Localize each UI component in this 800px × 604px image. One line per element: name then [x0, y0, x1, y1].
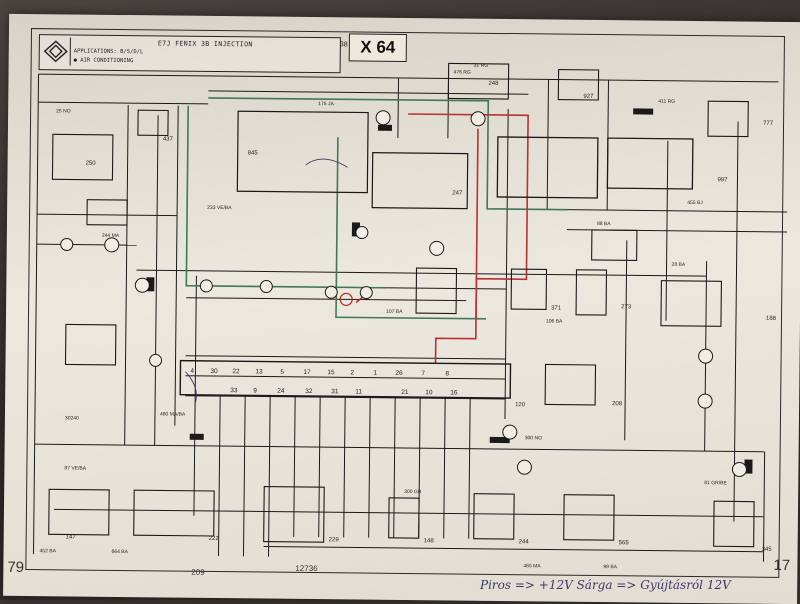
svg-text:13: 13: [255, 368, 263, 375]
component-label: 229: [329, 537, 340, 543]
svg-text:411 RG: 411 RG: [658, 99, 675, 105]
footer-code-a: 209: [191, 567, 205, 577]
svg-text:30240: 30240: [65, 415, 79, 421]
svg-text:2: 2: [350, 369, 354, 376]
page-number-right: 17: [773, 556, 791, 575]
svg-text:300 GR: 300 GR: [404, 489, 422, 495]
handwritten-note: Piros => +12V Sárga => Gyújtásról 12V: [480, 578, 731, 592]
component-label: 273: [621, 304, 632, 310]
component-label: 437: [163, 136, 174, 142]
svg-text:17: 17: [303, 369, 311, 376]
svg-text:452 BA: 452 BA: [40, 548, 57, 554]
svg-text:107 BA: 107 BA: [386, 309, 403, 315]
svg-text:88 BA: 88 BA: [597, 221, 611, 227]
svg-text:106 BA: 106 BA: [546, 318, 563, 324]
manufacturer-logo-icon: [41, 37, 71, 66]
component-label: 222: [209, 536, 220, 542]
svg-text:81 GR/BE: 81 GR/BE: [704, 480, 727, 486]
component-label: 148: [424, 538, 435, 544]
page-number-left: 79: [7, 558, 25, 577]
relay-cluster: [236, 110, 369, 194]
wiring-diagram: 250 437 845 247 248 927 777 997 371 273 …: [33, 63, 788, 570]
title-block: E7J FENIX 3B INJECTION APPLICATIONS: B/S…: [38, 34, 348, 74]
component-label: 208: [612, 401, 623, 407]
component-label: 345: [762, 547, 773, 553]
svg-text:21: 21: [401, 389, 409, 396]
component-label: 250: [86, 161, 97, 167]
footer-code-b: 12736: [295, 563, 318, 574]
svg-text:31 RG: 31 RG: [474, 63, 489, 69]
sensor-block: [371, 152, 469, 210]
fuse-box: [496, 136, 599, 199]
svg-text:30: 30: [210, 368, 218, 375]
svg-text:28 BA: 28 BA: [672, 262, 686, 268]
component-label: 777: [763, 121, 774, 127]
svg-text:175 JA: 175 JA: [318, 101, 334, 107]
svg-text:233 VE/BA: 233 VE/BA: [207, 205, 232, 211]
svg-text:244 MA: 244 MA: [102, 233, 120, 239]
component-label: 845: [248, 150, 259, 156]
svg-text:87 VE/BA: 87 VE/BA: [64, 465, 86, 471]
svg-text:11: 11: [355, 388, 362, 395]
component-label: 371: [551, 306, 562, 312]
svg-text:25 NO: 25 NO: [56, 108, 71, 114]
svg-text:465 MA: 465 MA: [523, 563, 541, 569]
svg-text:4: 4: [190, 368, 194, 375]
svg-text:455 BJ: 455 BJ: [687, 200, 703, 206]
component-label: 188: [766, 316, 777, 322]
svg-text:26: 26: [395, 370, 403, 377]
svg-text:9: 9: [253, 387, 257, 394]
svg-text:32: 32: [305, 388, 313, 395]
component-label: 565: [619, 540, 630, 546]
svg-text:10: 10: [425, 389, 433, 396]
svg-text:5: 5: [280, 369, 284, 376]
svg-text:31: 31: [331, 388, 339, 395]
ecu-connector: [179, 359, 512, 399]
component-label: 248: [488, 81, 499, 87]
component-label: 247: [452, 190, 463, 196]
svg-text:33: 33: [230, 387, 238, 394]
component-label: 244: [519, 539, 530, 545]
svg-text:480 MA/BA: 480 MA/BA: [160, 411, 186, 417]
svg-text:24: 24: [277, 388, 285, 395]
component-label: 120: [515, 402, 526, 408]
svg-text:476 RG: 476 RG: [454, 69, 471, 75]
component-label: 147: [66, 534, 77, 540]
svg-text:300 NO: 300 NO: [525, 435, 542, 441]
svg-text:16: 16: [450, 389, 458, 396]
component-label: 927: [583, 94, 594, 100]
relay-box: [606, 137, 694, 190]
svg-text:8: 8: [445, 370, 449, 377]
svg-text:664 BA: 664 BA: [112, 549, 129, 555]
svg-text:99 BA: 99 BA: [603, 564, 617, 570]
svg-text:1: 1: [373, 370, 377, 377]
svg-text:15: 15: [327, 369, 335, 376]
component-label: 997: [717, 177, 728, 183]
schematic-sheet: E7J FENIX 3B INJECTION APPLICATIONS: B/S…: [3, 13, 800, 604]
svg-text:7: 7: [421, 370, 425, 377]
svg-text:22: 22: [232, 368, 240, 375]
